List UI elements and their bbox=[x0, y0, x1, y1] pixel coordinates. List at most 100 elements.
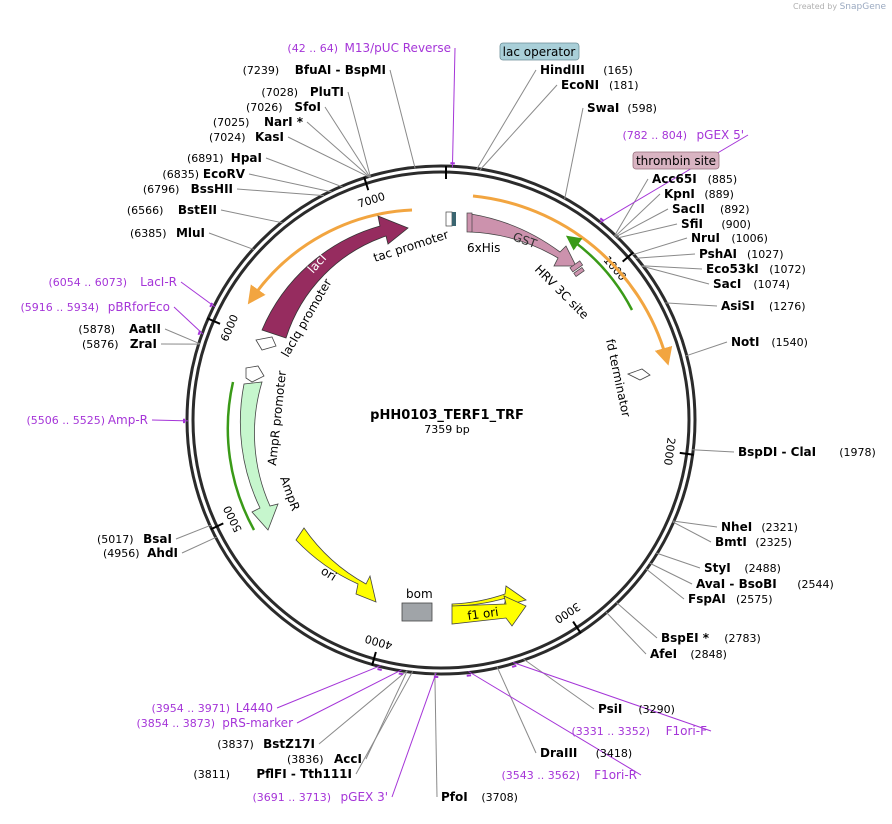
site-coord: (1072) bbox=[769, 263, 806, 276]
site-name: BmtI bbox=[715, 535, 747, 549]
site-kpni[interactable]: KpnI(889) bbox=[664, 187, 734, 201]
site-ahdi[interactable]: AhdI(4956) bbox=[103, 546, 178, 560]
laci-feature-arrow bbox=[262, 216, 408, 338]
site-name: F1ori-R bbox=[594, 768, 637, 782]
site-coord: (1276) bbox=[769, 300, 806, 313]
site-swai[interactable]: SwaI(598) bbox=[587, 101, 657, 115]
site-name: AfeI bbox=[650, 647, 677, 661]
site-sfoi[interactable]: SfoI(7026) bbox=[246, 100, 321, 114]
site-name: KpnI bbox=[664, 187, 695, 201]
site-coord: (3290) bbox=[638, 703, 675, 716]
tick-label: 5000 bbox=[221, 503, 245, 534]
leader-line bbox=[565, 108, 583, 199]
site-name: PsiI bbox=[598, 702, 622, 716]
site-name: EcoRV bbox=[203, 167, 246, 181]
site-coord: (4956) bbox=[103, 547, 140, 560]
site-coord: (7024) bbox=[209, 131, 246, 144]
site-coord: (885) bbox=[708, 173, 738, 186]
site-psii[interactable]: PsiI (3290) bbox=[598, 702, 675, 716]
leader-line bbox=[656, 553, 700, 568]
site-afei[interactable]: AfeI (2848) bbox=[650, 647, 727, 661]
site-bspdi-clai[interactable]: BspDI - ClaI(1978) bbox=[738, 445, 876, 459]
laciq-promoter-arrow bbox=[256, 337, 276, 350]
site-coord: (3837) bbox=[217, 738, 254, 751]
site-coord: (2544) bbox=[797, 578, 834, 591]
site-aatii[interactable]: AatII(5878) bbox=[78, 322, 161, 336]
tac-promoter-box bbox=[446, 212, 452, 226]
site-name: pGEX 5' bbox=[697, 128, 744, 142]
site-nari[interactable]: NarI *(7025) bbox=[213, 115, 304, 129]
site-hpai[interactable]: HpaI(6891) bbox=[187, 151, 262, 165]
site-asisi[interactable]: AsiSI(1276) bbox=[721, 299, 806, 313]
site-coord: (2848) bbox=[690, 648, 727, 661]
leader-line bbox=[297, 670, 402, 723]
leader-line bbox=[633, 238, 687, 255]
site-saci[interactable]: SacI(1074) bbox=[713, 277, 790, 291]
site-sfii[interactable]: SfiI(900) bbox=[681, 217, 751, 231]
site-name: NruI bbox=[691, 231, 720, 245]
site-avai-bsobi[interactable]: AvaI - BsoBI(2544) bbox=[696, 577, 834, 591]
primer-mark bbox=[512, 666, 516, 667]
site-coord: (5506 .. 5525) bbox=[26, 414, 105, 427]
site-coord: (5017) bbox=[97, 533, 134, 546]
site-name: SacII bbox=[672, 202, 705, 216]
his-tag-box bbox=[467, 213, 472, 232]
site-bstz17i[interactable]: BstZ17I (3837) bbox=[217, 737, 315, 751]
site-styi[interactable]: StyI(2488) bbox=[704, 561, 781, 575]
leader-line bbox=[390, 70, 415, 168]
site-name: L4440 bbox=[236, 701, 273, 715]
thrombin-site-tag[interactable]: thrombin site bbox=[633, 152, 719, 169]
site-eco53ki[interactable]: Eco53kI(1072) bbox=[706, 262, 806, 276]
site-bspei[interactable]: BspEI *(2783) bbox=[661, 631, 761, 645]
site-name: BfuAI - BspMI bbox=[295, 63, 386, 77]
site-name: KasI bbox=[255, 130, 284, 144]
primer-mark bbox=[377, 669, 381, 670]
site-nrui[interactable]: NruI(1006) bbox=[691, 231, 768, 245]
site-sacii[interactable]: SacII(892) bbox=[672, 202, 750, 216]
lac-operator-tag[interactable]: lac operator bbox=[500, 43, 579, 60]
site-pshai[interactable]: PshAI(1027) bbox=[699, 247, 784, 261]
f1-ori-label: f1 ori bbox=[466, 605, 499, 623]
ampr-promoter-label: AmpR promoter bbox=[265, 370, 289, 466]
site-acc65i[interactable]: Acc65I(885) bbox=[652, 172, 737, 186]
site-draiii[interactable]: DraIII(3418) bbox=[540, 746, 632, 760]
primer-l4440[interactable]: L4440(3954 .. 3971) bbox=[151, 669, 381, 715]
leader-line bbox=[635, 254, 695, 258]
site-acci[interactable]: AccI(3836) bbox=[287, 752, 362, 766]
ori-feature-arrow bbox=[296, 528, 376, 602]
site-ecorv[interactable]: EcoRV(6835) bbox=[162, 167, 245, 181]
leader-line bbox=[665, 303, 717, 306]
site-coord: (3691 .. 3713) bbox=[252, 791, 331, 804]
site-mlui[interactable]: MluI(6385) bbox=[130, 226, 205, 240]
plasmid-name: pHH0103_TERF1_TRF bbox=[370, 408, 524, 423]
site-bmti[interactable]: BmtI(2325) bbox=[715, 535, 792, 549]
site-coord: (42 .. 64) bbox=[287, 42, 338, 55]
leader-line bbox=[221, 210, 282, 223]
site-coord: (2321) bbox=[761, 521, 798, 534]
site-bsshii[interactable]: BssHII(6796) bbox=[143, 182, 233, 196]
site-bsai[interactable]: BsaI(5017) bbox=[97, 532, 172, 546]
bom-label: bom bbox=[406, 587, 433, 601]
site-bfuai-bspmi[interactable]: BfuAI - BspMI(7239) bbox=[243, 63, 386, 77]
site-pfoi[interactable]: PfoI(3708) bbox=[441, 790, 518, 804]
site-name: BstZ17I bbox=[263, 737, 315, 751]
site-hindiii[interactable]: HindIII(165) bbox=[540, 63, 633, 77]
site-pflfi-tth111i[interactable]: PflFI - Tth111I(3811) bbox=[193, 767, 352, 781]
site-name: pBRforEco bbox=[108, 300, 170, 314]
site-name: NotI bbox=[731, 335, 760, 349]
leader-line bbox=[692, 450, 734, 452]
site-nhei[interactable]: NheI(2321) bbox=[721, 520, 798, 534]
leader-line bbox=[686, 342, 727, 356]
site-econi[interactable]: EcoNI(181) bbox=[561, 78, 639, 92]
ampr-label: AmpR bbox=[277, 474, 302, 512]
leader-line bbox=[277, 666, 381, 708]
site-name: BssHII bbox=[191, 182, 233, 196]
site-bsteii[interactable]: BstEII(6566) bbox=[127, 203, 217, 217]
site-zrai[interactable]: ZraI(5876) bbox=[82, 337, 157, 351]
site-coord: (1074) bbox=[753, 278, 790, 291]
site-fspai[interactable]: FspAI(2575) bbox=[688, 592, 773, 606]
site-kasi[interactable]: KasI (7024) bbox=[209, 130, 284, 144]
site-noti[interactable]: NotI(1540) bbox=[731, 335, 808, 349]
site-pluti[interactable]: PluTI(7028) bbox=[261, 85, 344, 99]
site-name: EcoNI bbox=[561, 78, 599, 92]
